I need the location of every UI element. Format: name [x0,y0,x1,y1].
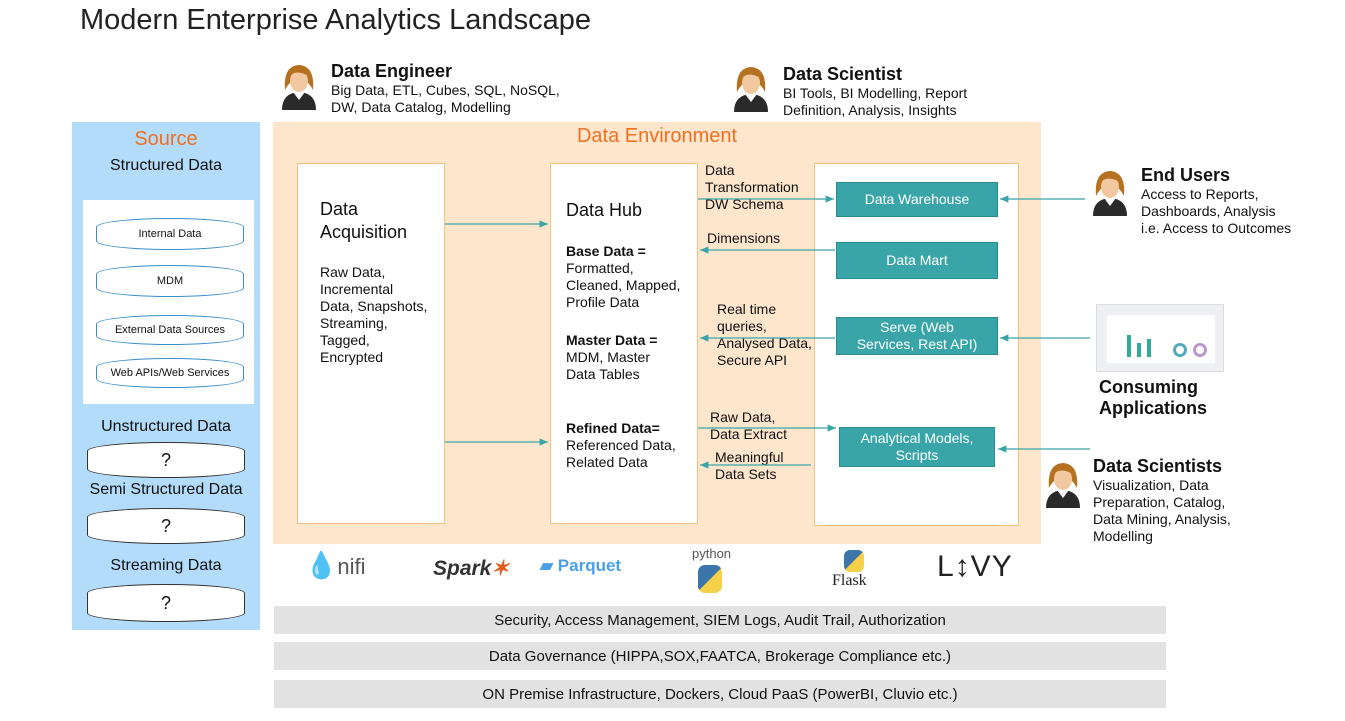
security-bar: Security, Access Management, SIEM Logs, … [274,606,1166,634]
governance-bar: Data Governance (HIPPA,SOX,FAATCA, Broke… [274,642,1166,670]
end-users-role: End Users Access to Reports, Dashboards,… [1141,165,1292,236]
structured-data-heading: Structured Data [109,157,223,174]
data-engineer-role: Data Engineer Big Data, ETL, Cubes, SQL,… [331,61,560,115]
source-panel: Source Structured Data Internal Data MDM… [72,122,260,630]
flow-raw-data: Raw Data,Data Extract [710,409,788,442]
python-logo: python [692,546,731,593]
semi-structured-heading: Semi Structured Data [89,481,243,498]
page-title: Modern Enterprise Analytics Landscape [80,4,592,36]
data-environment-title: Data Environment [576,125,738,147]
flow-dimensions: Dimensions [707,230,781,246]
dashboard-thumbnail-icon [1096,304,1224,372]
base-data: Base Data =Formatted,Cleaned, Mapped,Pro… [566,243,681,310]
db-streaming: ? [87,584,245,622]
data-warehouse-box[interactable]: Data Warehouse [836,182,998,217]
source-title: Source [134,128,198,150]
db-web-apis: Web APIs/Web Services [96,358,244,388]
refined-data: Refined Data=Referenced Data,Related Dat… [566,420,676,470]
db-external-data-sources: External Data Sources [96,315,244,345]
data-scientist-role: Data Scientist BI Tools, BI Modelling, R… [783,64,968,118]
spark-logo: Spark✶ [433,557,509,580]
flask-logo: Flask [822,550,867,590]
analytical-models-box[interactable]: Analytical Models,Scripts [839,427,995,467]
db-internal-data: Internal Data [96,218,244,250]
nifi-logo: 💧nifi [305,550,366,580]
unstructured-data-heading: Unstructured Data [101,418,231,435]
infrastructure-bar: ON Premise Infrastructure, Dockers, Clou… [274,680,1166,708]
parquet-logo: ▰ Parquet [540,556,622,575]
streaming-data-heading: Streaming Data [110,557,222,574]
livy-logo: L↕VY [937,550,1013,583]
db-unstructured: ? [87,442,245,478]
data-hub-panel: Data Hub Base Data =Formatted,Cleaned, M… [550,163,698,524]
db-mdm: MDM [96,265,244,297]
data-scientists-role: Data Scientists Visualization, Data Prep… [1093,456,1231,544]
structured-data-box: Internal Data MDM External Data Sources … [83,200,254,404]
consuming-applications-label: Consuming Applications [1099,377,1208,418]
db-semi-structured: ? [87,508,245,544]
data-mart-box[interactable]: Data Mart [836,242,998,279]
